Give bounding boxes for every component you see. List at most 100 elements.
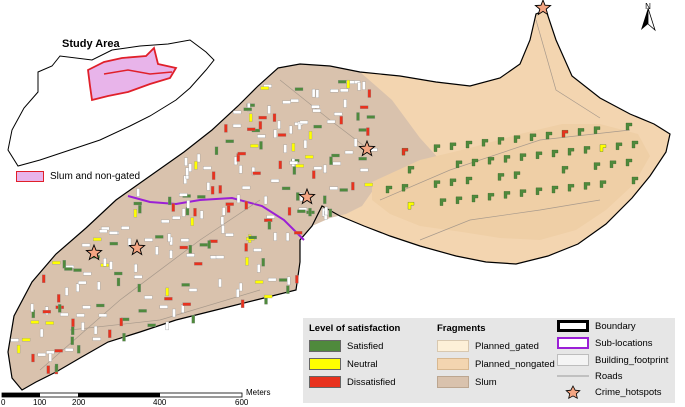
building-footprint (561, 130, 569, 138)
building-footprint (57, 294, 61, 303)
building-footprint (199, 210, 204, 219)
building-footprint (147, 323, 156, 327)
building-footprint (615, 142, 623, 150)
building-footprint (244, 201, 248, 210)
building-footprint (305, 155, 314, 159)
building-footprint (323, 164, 327, 174)
building-footprint (364, 182, 373, 187)
building-footprint (357, 82, 361, 91)
building-footprint (311, 88, 316, 98)
building-footprint (64, 287, 69, 296)
legend-item-sub-locations: Sub-locations (557, 337, 653, 349)
scale-tick-0: 0 (1, 398, 6, 407)
building-footprint (76, 313, 85, 318)
building-footprint (199, 243, 208, 247)
building-footprint (308, 131, 313, 140)
building-footprint (295, 275, 299, 284)
building-footprint (144, 295, 153, 300)
building-footprint (237, 151, 246, 156)
building-footprint (267, 105, 271, 114)
building-footprint (535, 187, 543, 195)
building-footprint (497, 173, 505, 181)
building-footprint (346, 80, 355, 84)
building-footprint (42, 274, 46, 283)
building-footprint (340, 88, 349, 93)
building-footprint (261, 258, 265, 267)
building-footprint (54, 349, 63, 353)
building-footprint (188, 288, 198, 292)
building-footprint (401, 148, 409, 156)
building-footprint (164, 297, 173, 301)
building-footprint (108, 329, 112, 338)
building-footprint (240, 299, 245, 308)
legend-swatch-slum (437, 376, 469, 388)
building-footprint (465, 176, 473, 185)
building-footprint (254, 280, 264, 284)
building-footprint (333, 112, 343, 116)
building-footprint (238, 165, 243, 174)
building-footprint (191, 315, 195, 324)
building-footprint (218, 278, 222, 288)
building-footprint (519, 153, 527, 161)
building-footprint (239, 282, 243, 292)
building-footprint (243, 107, 252, 111)
building-footprint (631, 140, 639, 149)
building-footprint (232, 124, 242, 128)
building-footprint (272, 113, 277, 122)
building-footprint (513, 135, 521, 143)
building-footprint (159, 305, 168, 309)
building-footprint (313, 166, 323, 170)
legend-item-planned-gated: Planned_gated (437, 340, 539, 352)
scale-tick-100: 100 (33, 398, 47, 407)
building-footprint (181, 304, 185, 313)
building-footprint (362, 81, 366, 90)
crime-hotspots (85, 0, 552, 261)
building-footprint (285, 232, 290, 242)
building-footprint (455, 196, 463, 204)
legend-label-planned-nongated: Planned_nongated (475, 358, 555, 370)
building-footprint (465, 140, 473, 149)
building-footprint (206, 182, 211, 191)
legend-item-satisfied: Satisfied (309, 340, 383, 352)
building-footprint (190, 217, 194, 226)
building-footprint (359, 105, 369, 109)
building-footprint (224, 124, 228, 133)
building-footprint (92, 337, 101, 341)
building-footprint (287, 276, 291, 286)
building-footprint (119, 317, 123, 327)
building-footprint (247, 102, 251, 112)
building-footprint (42, 310, 51, 314)
building-footprint (218, 185, 222, 194)
building-footprint (225, 202, 234, 206)
building-footprint (267, 277, 277, 282)
building-footprint (338, 80, 347, 84)
legend-swatch-neutral (309, 358, 341, 370)
building-footprint (196, 153, 201, 163)
legend-swatch-satisfied (309, 340, 341, 352)
building-footprint (567, 148, 575, 156)
building-footprint (30, 320, 40, 324)
building-footprint (529, 133, 537, 141)
building-footprint (31, 353, 35, 363)
building-footprint (273, 129, 277, 138)
legend-item-roads: Roads (557, 370, 622, 382)
legend-item-building-footprint: Building_footprint (557, 354, 668, 366)
building-footprint (133, 209, 138, 218)
building-footprint (407, 202, 415, 210)
building-footprint (449, 178, 457, 186)
building-footprint (503, 191, 511, 199)
building-footprint (359, 168, 369, 172)
building-footprint (249, 113, 253, 122)
building-footprint (76, 283, 80, 292)
building-footprint (367, 89, 372, 98)
legend-label-building-footprint: Building_footprint (595, 354, 669, 366)
inset-map (7, 39, 215, 167)
building-footprint (194, 161, 198, 170)
building-footprint (252, 171, 261, 175)
building-footprint (222, 207, 226, 216)
building-footprint (599, 180, 607, 188)
building-footprint (308, 207, 312, 217)
building-footprint (144, 238, 153, 242)
legend-item-planned-nongated: Planned_nongated (437, 358, 555, 370)
